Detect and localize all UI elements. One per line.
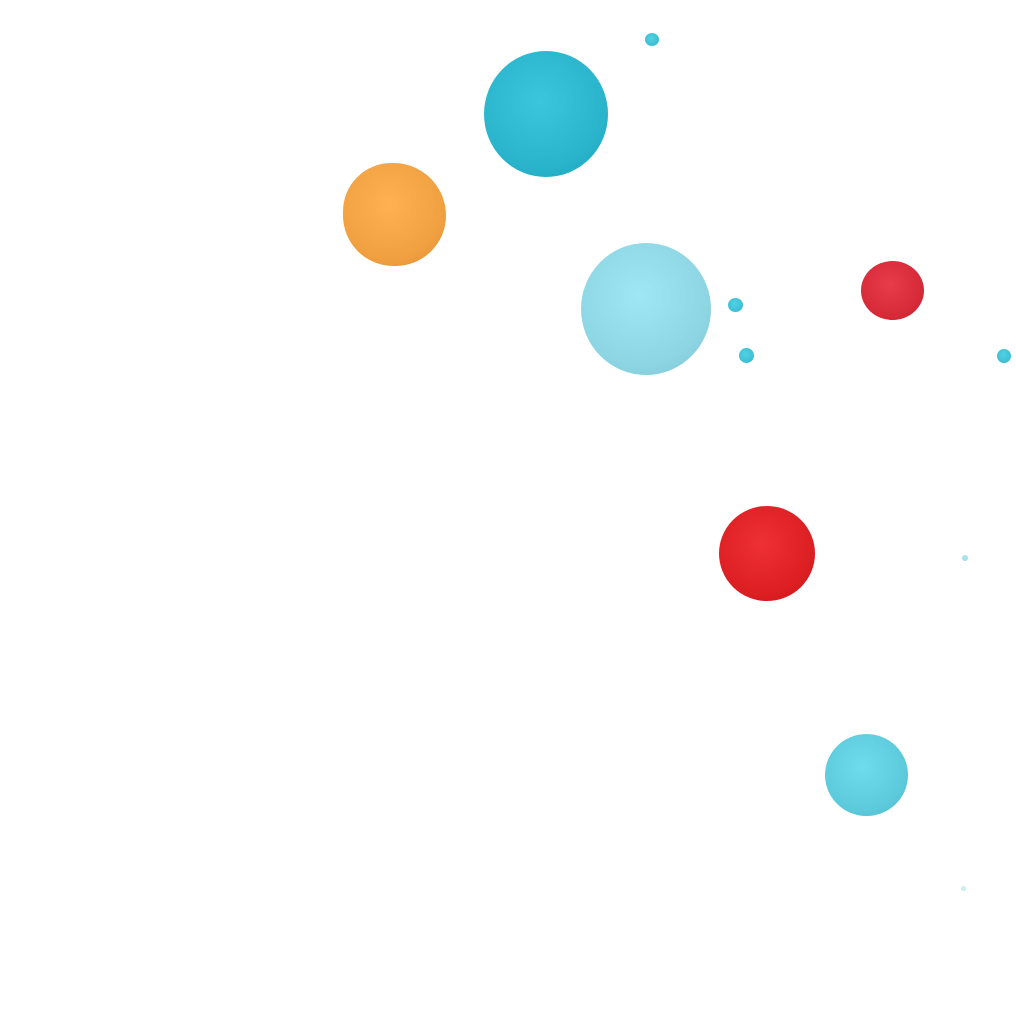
orange-paint-dot: [343, 163, 446, 266]
light-blue-paint-dot: [581, 243, 711, 375]
paint-speck: [739, 348, 754, 363]
red-paint-dot: [719, 506, 815, 601]
paint-speck: [997, 349, 1011, 363]
crimson-paint-dot: [861, 261, 924, 320]
paint-speck: [961, 886, 966, 891]
paint-speck: [645, 33, 659, 46]
teal-paint-dot: [484, 51, 608, 177]
sky-paint-dot: [825, 734, 908, 816]
paint-speck: [962, 555, 968, 561]
paint-speck: [728, 298, 743, 312]
